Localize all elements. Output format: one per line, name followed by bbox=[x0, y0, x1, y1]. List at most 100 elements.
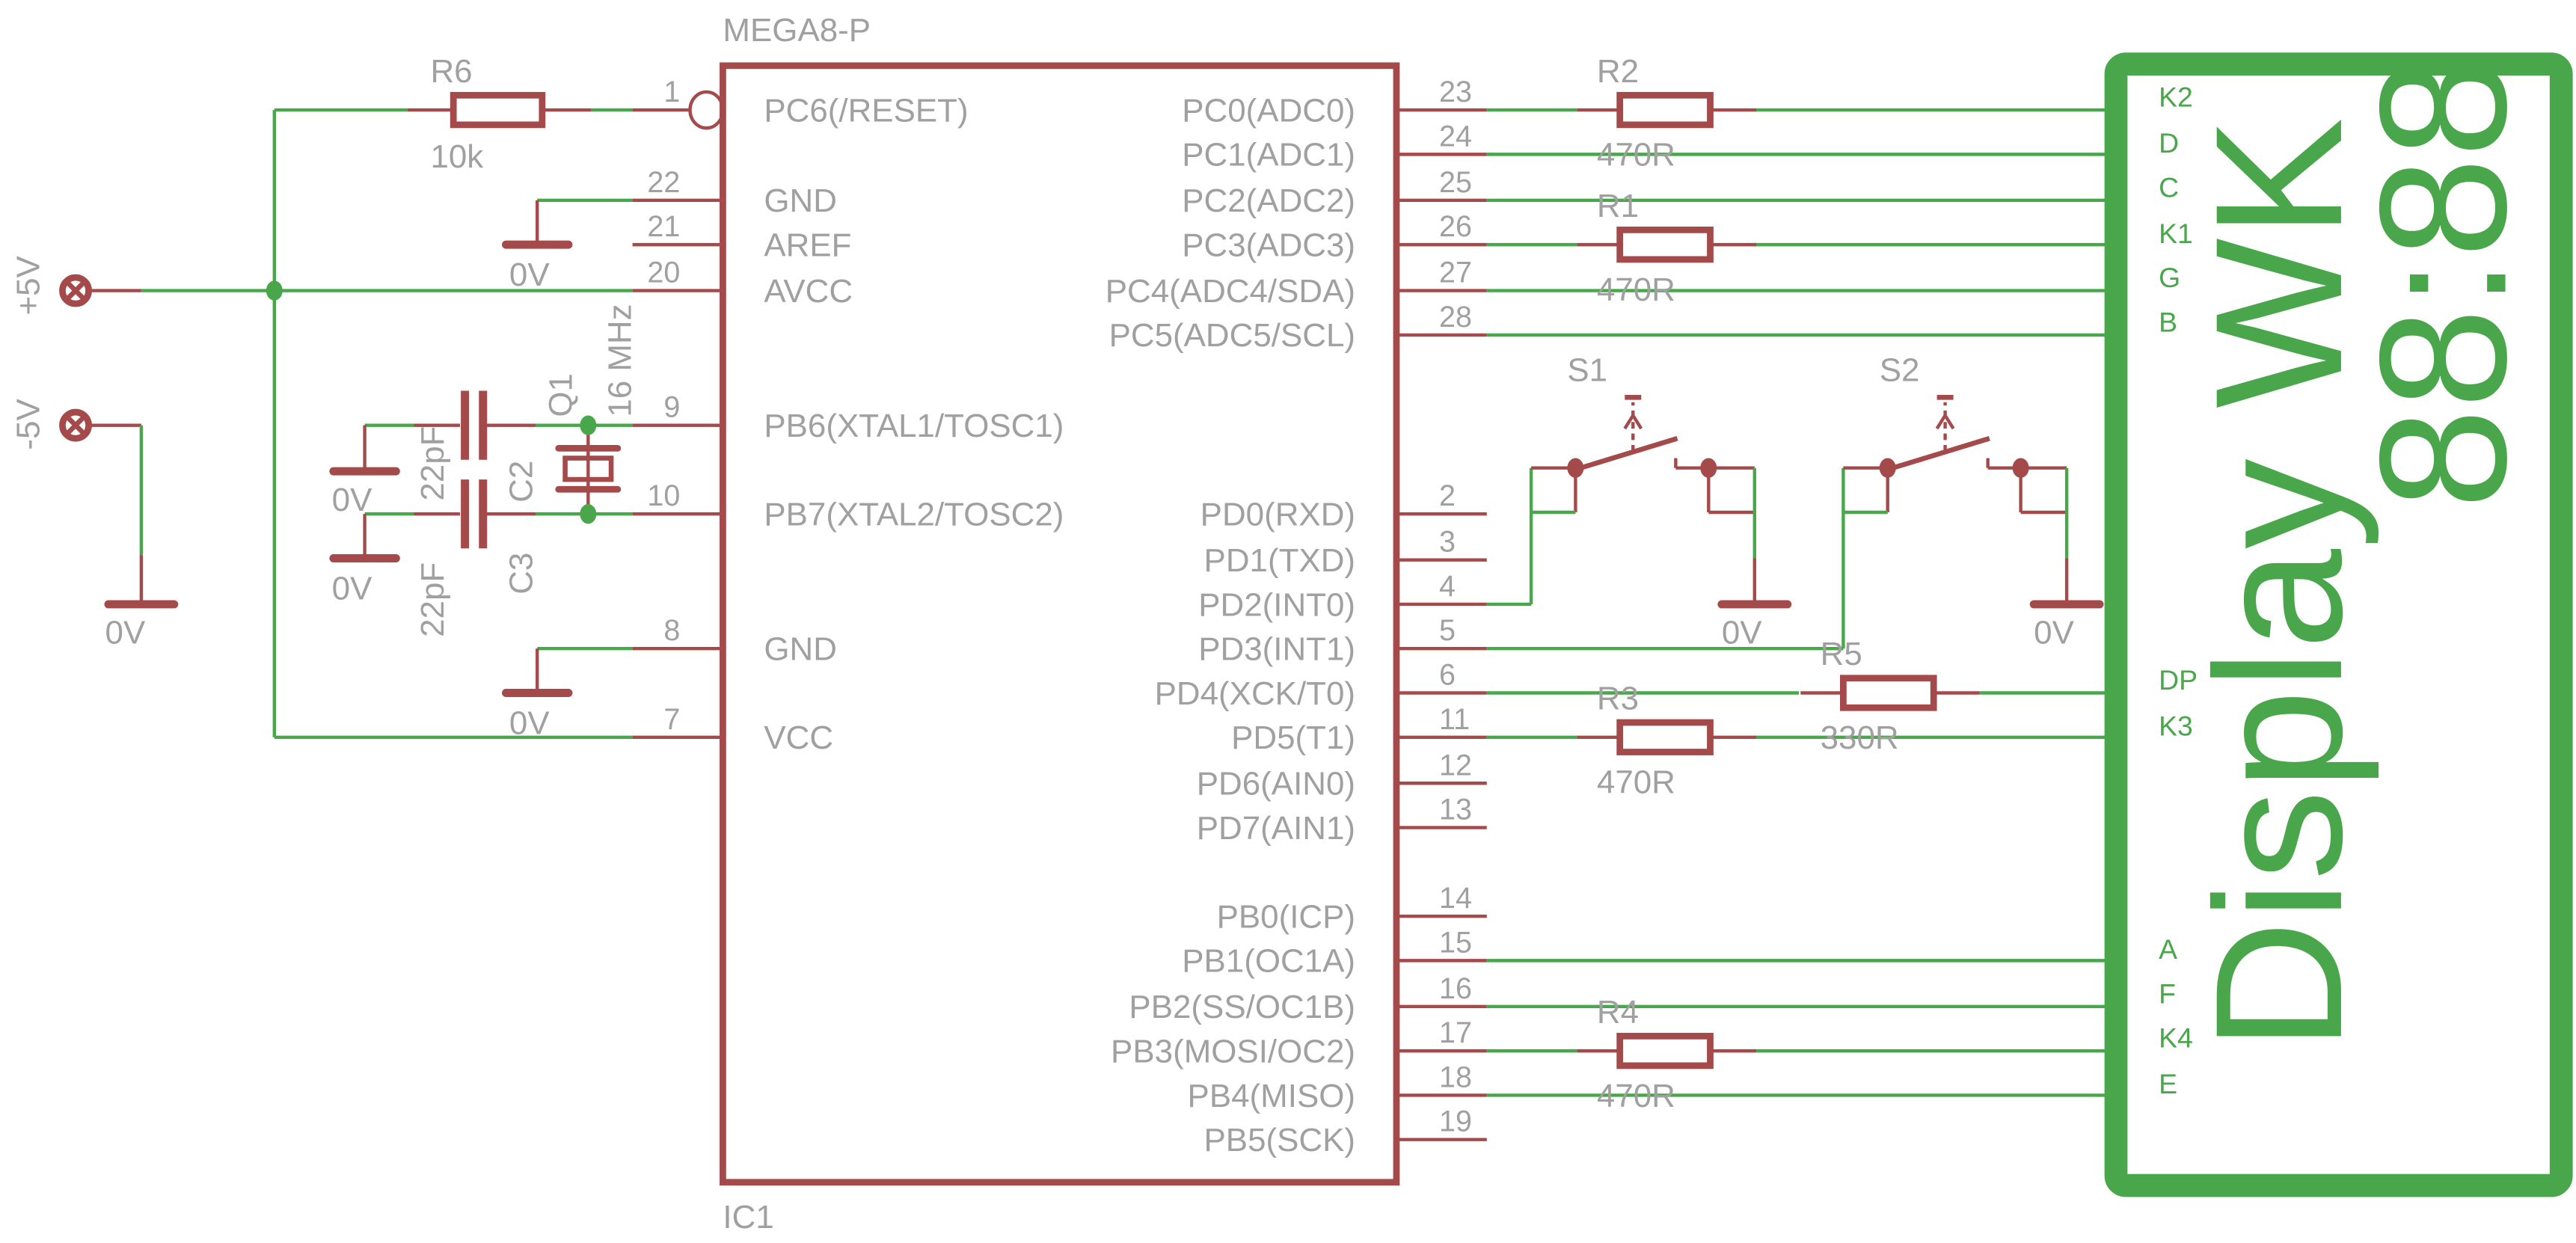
pin-name: GND bbox=[764, 182, 837, 219]
ic1-name-label: IC1 bbox=[723, 1199, 773, 1236]
ground-label: 0V bbox=[2034, 615, 2074, 651]
supply-plus-5v[interactable]: +5V bbox=[10, 255, 92, 316]
ground-label: 0V bbox=[1722, 615, 1762, 651]
pin-name: PB2(SS/OC1B) bbox=[1129, 989, 1355, 1025]
pin-name: PB6(XTAL1/TOSC1) bbox=[764, 408, 1064, 444]
pin-number: 6 bbox=[1439, 659, 1456, 692]
net-wires-right bbox=[1486, 108, 2106, 1097]
pin-number: 18 bbox=[1439, 1061, 1472, 1093]
pin-number: 3 bbox=[1439, 526, 1456, 559]
pin-number: 28 bbox=[1439, 301, 1472, 334]
ground-label: 0V bbox=[105, 615, 146, 651]
r2-value: 470R bbox=[1597, 137, 1675, 174]
capacitor-c2[interactable]: C2 22pF bbox=[414, 390, 540, 503]
minus-5v-label: -5V bbox=[10, 399, 47, 450]
display-pin-k4: K4 bbox=[2159, 1022, 2193, 1054]
pin-number: 7 bbox=[663, 703, 680, 736]
display-pin-k2: K2 bbox=[2159, 82, 2193, 113]
ic1-pin-6[interactable]: 6 PD4(XCK/T0) bbox=[1155, 659, 1487, 712]
switch-name: S2 bbox=[1880, 352, 1920, 388]
pin-name: PD2(INT0) bbox=[1198, 586, 1355, 623]
switch-s2[interactable]: S2 bbox=[1843, 352, 2069, 604]
switch-s1[interactable]: S1 bbox=[1531, 352, 1756, 604]
pin-name: PD7(AIN1) bbox=[1197, 810, 1355, 847]
ic1-pin-22[interactable]: 22 GND bbox=[632, 166, 837, 219]
display-pin-c: C bbox=[2159, 171, 2179, 203]
display-pin-a: A bbox=[2159, 933, 2177, 965]
pin-name: PC6(/RESET) bbox=[764, 92, 968, 129]
resistor-r5[interactable]: R5 330R bbox=[1800, 636, 1980, 756]
supply-minus-5v[interactable]: -5V bbox=[10, 399, 92, 450]
pin-number: 25 bbox=[1439, 166, 1472, 199]
resistor-r2[interactable]: R2 470R bbox=[1577, 53, 1756, 174]
pin-number: 2 bbox=[1439, 479, 1456, 512]
pin-name: PB0(ICP) bbox=[1217, 898, 1355, 935]
ic1-pin-11[interactable]: 11 PD5(T1) bbox=[1231, 703, 1487, 756]
pin-number: 11 bbox=[1439, 703, 1470, 736]
ground-symbols: 0V 0V 0V 0V 0V 0V 0V bbox=[104, 240, 2104, 741]
pin-name: PB4(MISO) bbox=[1188, 1078, 1356, 1114]
resistor-r6[interactable]: R6 10k bbox=[407, 53, 633, 175]
net-wires-left bbox=[88, 108, 633, 739]
pin-name: PB1(OC1A) bbox=[1182, 943, 1355, 980]
display-pin-k3: K3 bbox=[2159, 710, 2193, 742]
r1-name: R1 bbox=[1597, 188, 1639, 224]
pin-name: PB7(XTAL2/TOSC2) bbox=[764, 497, 1064, 533]
pin-number: 13 bbox=[1439, 794, 1472, 826]
connector-x-icon bbox=[59, 274, 92, 307]
ground-label: 0V bbox=[332, 570, 372, 607]
pin-number: 19 bbox=[1439, 1105, 1472, 1138]
display-pin-e: E bbox=[2159, 1068, 2177, 1099]
pin-name: PD5(T1) bbox=[1231, 719, 1355, 756]
crystal-q1[interactable]: Q1 16 MHz bbox=[542, 304, 638, 493]
c3-value: 22pF bbox=[414, 562, 451, 637]
pin-name: PD4(XCK/T0) bbox=[1155, 675, 1355, 712]
r5-name: R5 bbox=[1821, 636, 1862, 672]
capacitor-c3[interactable]: C3 22pF bbox=[414, 479, 540, 637]
r3-value: 470R bbox=[1597, 764, 1675, 800]
pin-number: 5 bbox=[1439, 614, 1456, 647]
inverter-bubble-icon bbox=[688, 90, 725, 130]
pin-name: GND bbox=[764, 631, 837, 668]
ic1-symbol[interactable]: MEGA8-P IC1 bbox=[720, 12, 1400, 1236]
r4-name: R4 bbox=[1597, 994, 1639, 1031]
pin-number: 22 bbox=[647, 166, 680, 199]
pin-number: 23 bbox=[1439, 76, 1472, 108]
ic1-body[interactable] bbox=[720, 62, 1400, 1186]
pin-number: 20 bbox=[647, 257, 680, 289]
display-pin-d: D bbox=[2159, 127, 2179, 159]
r2-name: R2 bbox=[1597, 53, 1639, 90]
r5-value: 330R bbox=[1821, 719, 1899, 756]
